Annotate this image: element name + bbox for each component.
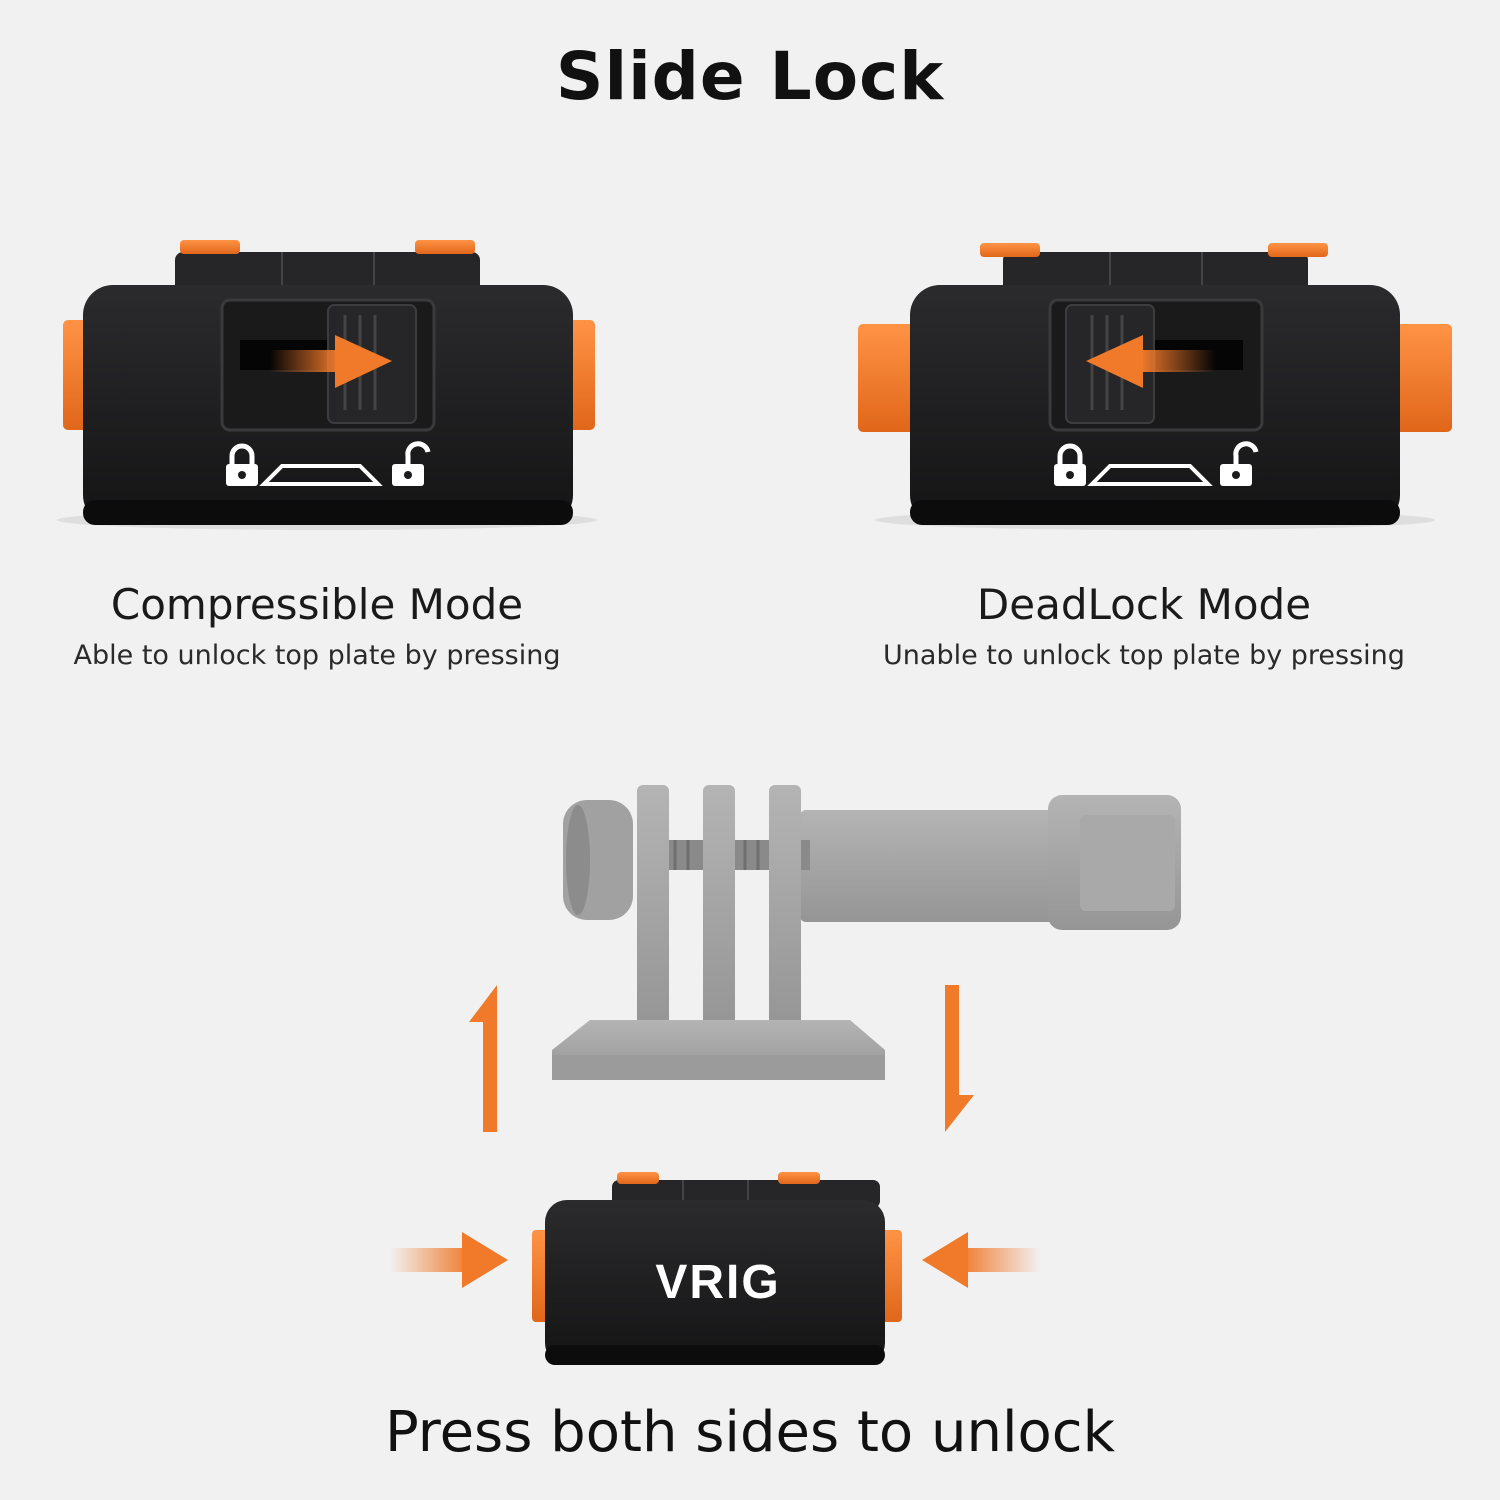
slide-arrow-icon	[1086, 335, 1215, 388]
deadlock-mode-description: Unable to unlock top plate by pressing	[883, 640, 1405, 671]
drop-arrow-icon	[945, 985, 974, 1132]
gopro-adapter	[552, 785, 1181, 1080]
brand-logo: VRIG	[655, 1256, 780, 1309]
compressible-mode-description: Able to unlock top plate by pressing	[73, 640, 561, 671]
compressible-mode-title: Compressible Mode	[110, 580, 524, 629]
lock-icon	[1054, 443, 1086, 486]
press-arrow-icon	[390, 1232, 508, 1288]
deadlock-mode-title: DeadLock Mode	[976, 580, 1312, 629]
unlock-instruction: Press both sides to unlock	[385, 1400, 1115, 1465]
page-title: Slide Lock	[555, 38, 945, 115]
lift-arrow-icon	[469, 985, 497, 1132]
slide-direction-arrow-icon	[1087, 464, 1213, 486]
press-arrow-icon	[922, 1232, 1040, 1288]
slide-arrow-icon	[270, 335, 392, 388]
compressible-mode-device	[57, 240, 597, 530]
slide-direction-arrow-icon	[259, 464, 383, 486]
vrig-quick-release-device: VRIG	[532, 1172, 902, 1365]
unlock-icon	[1220, 441, 1259, 486]
deadlock-mode-device	[858, 243, 1452, 530]
unlock-icon	[392, 441, 431, 486]
lock-icon	[226, 443, 258, 486]
